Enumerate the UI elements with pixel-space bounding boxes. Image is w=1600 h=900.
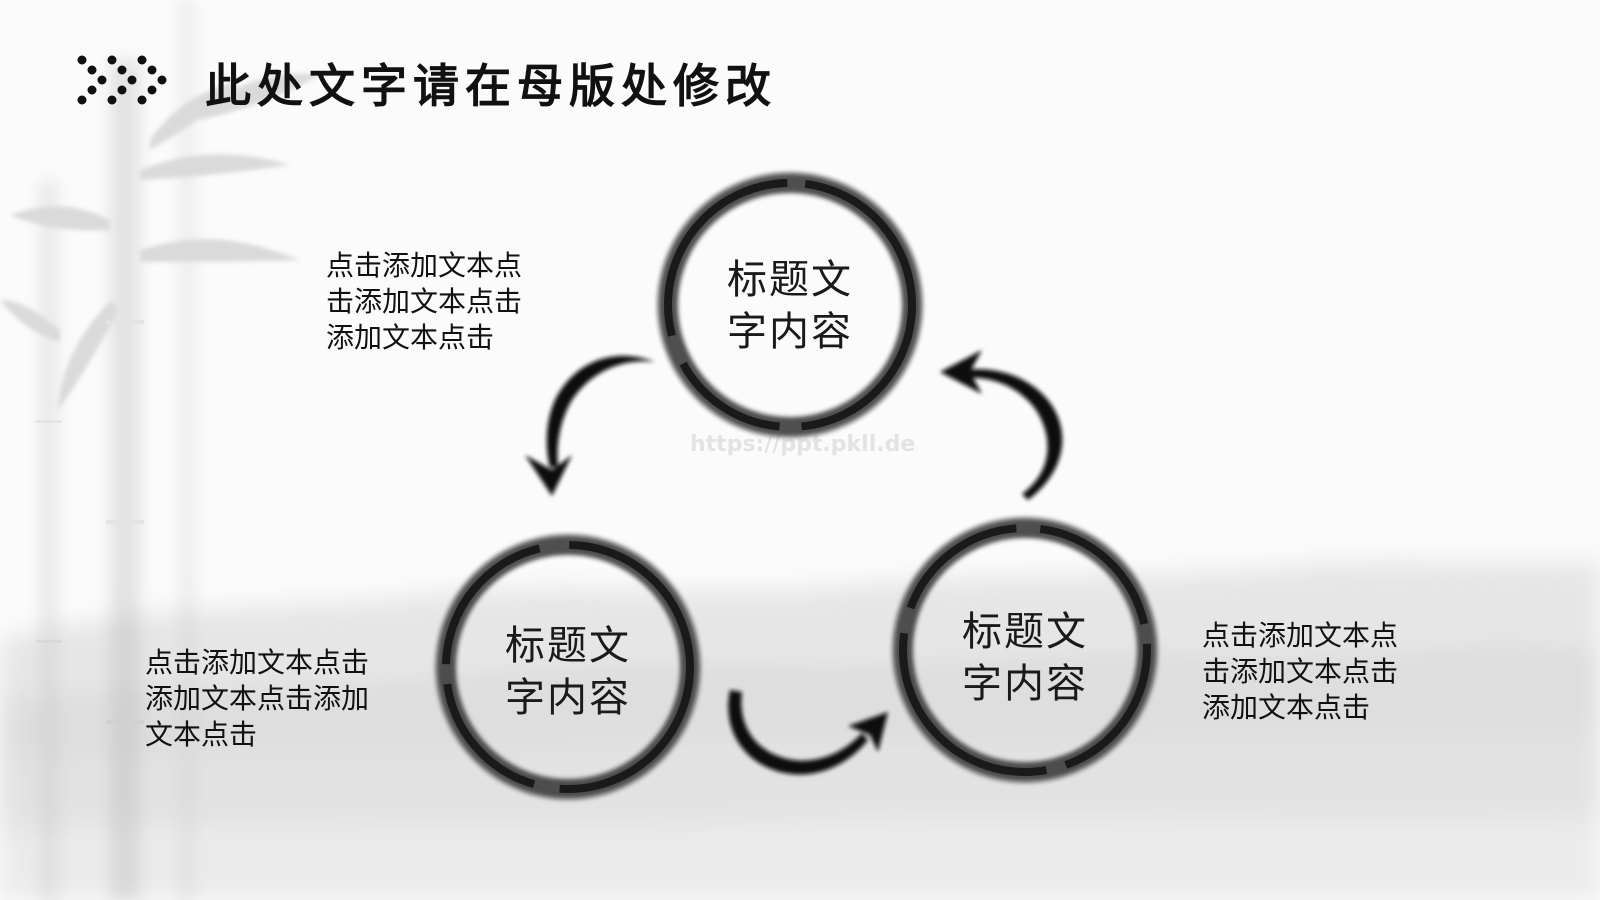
brush-arrow-bottom bbox=[728, 690, 888, 775]
node-label-top: 标题文 字内容 bbox=[705, 254, 875, 358]
node-label-line: 标题文 bbox=[962, 609, 1088, 655]
ink-circle-bottom-right bbox=[891, 516, 1159, 784]
watermark-text: https://ppt.pkll.de bbox=[690, 432, 916, 457]
brush-arrow-left bbox=[525, 355, 655, 496]
text-block-bottom-left: 点击添加文本点击添加文本点击添加文本点击 bbox=[145, 646, 370, 751]
text-block-top-left: 点击添加文本点击添加文本点击添加文本点击 bbox=[326, 249, 523, 354]
bamboo-decoration bbox=[0, 0, 320, 900]
node-label-line: 标题文 bbox=[727, 257, 853, 303]
text-block-bottom-right: 点击添加文本点击添加文本点击添加文本点击 bbox=[1202, 619, 1399, 724]
node-label-line: 字内容 bbox=[505, 675, 631, 721]
page-title: 此处文字请在母版处修改 bbox=[205, 59, 777, 113]
ink-circle-bottom-left bbox=[434, 533, 702, 801]
node-label-line: 标题文 bbox=[505, 623, 631, 669]
ink-circle-top bbox=[656, 171, 924, 439]
mountain-mist bbox=[0, 560, 1600, 900]
node-label-line: 字内容 bbox=[962, 661, 1088, 707]
title-chevron-icon bbox=[77, 55, 167, 105]
brush-arrow-right bbox=[940, 350, 1063, 500]
node-label-line: 字内容 bbox=[727, 309, 853, 355]
node-label-bottom-left: 标题文 字内容 bbox=[483, 620, 653, 724]
node-label-bottom-right: 标题文 字内容 bbox=[940, 606, 1110, 710]
